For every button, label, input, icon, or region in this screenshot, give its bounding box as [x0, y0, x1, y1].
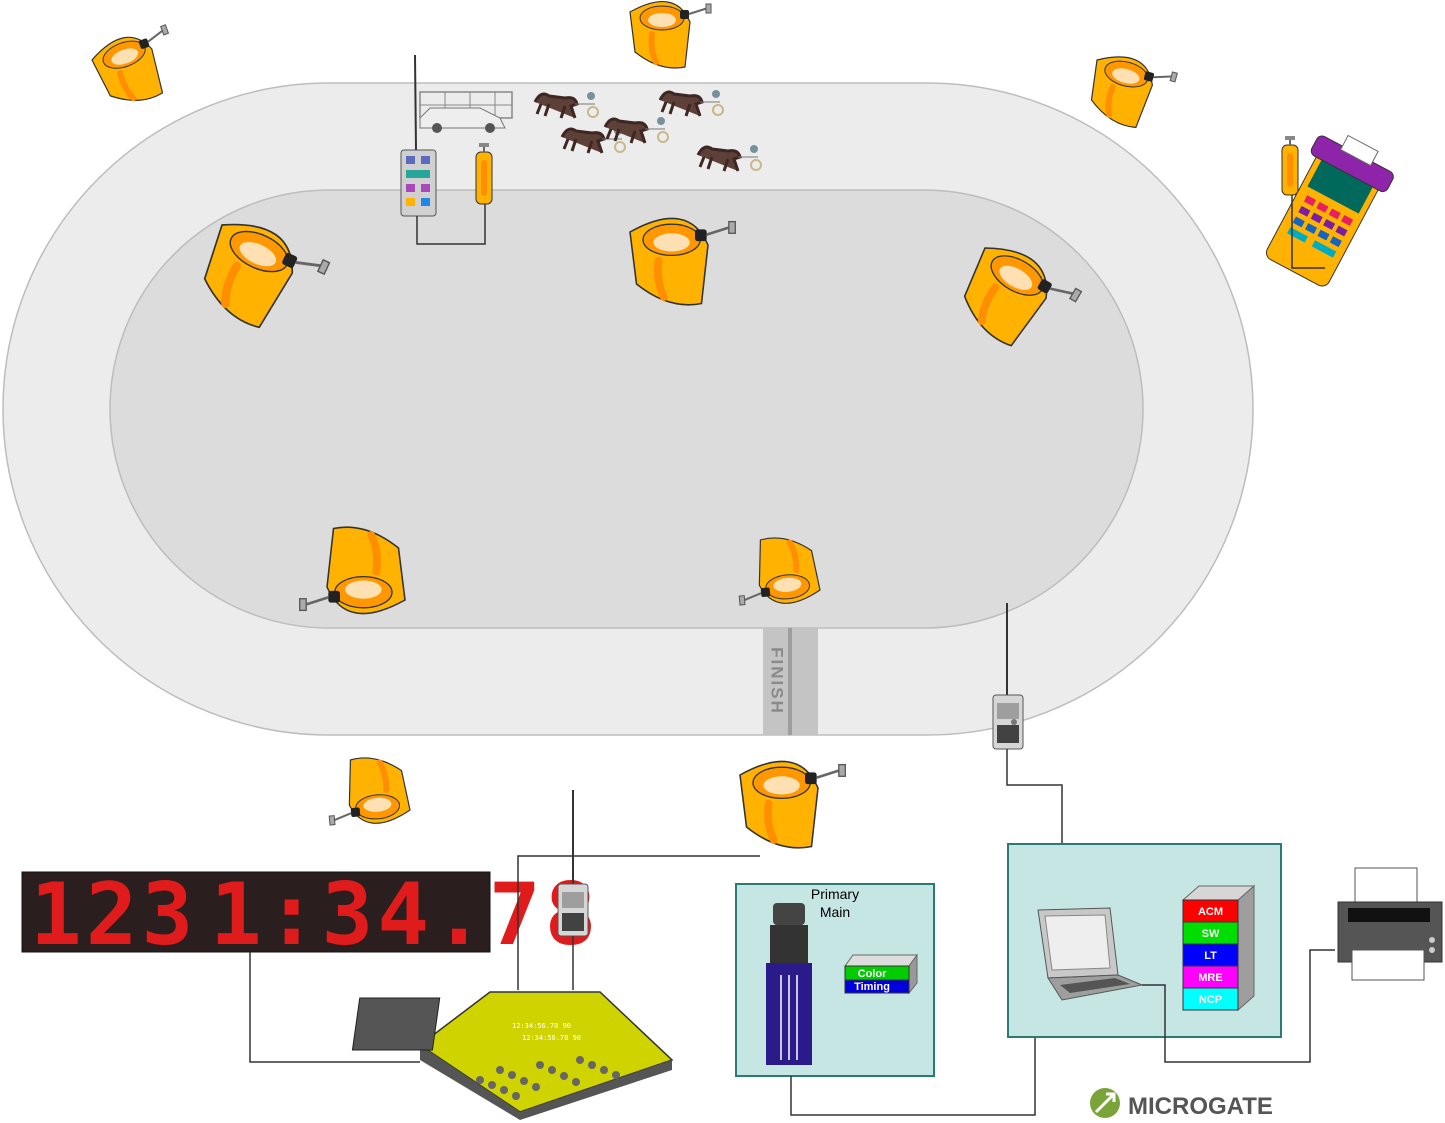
led-scoreboard: 123 1:34.78 [21, 865, 600, 965]
infield [109, 189, 1144, 629]
transponder-icon [1083, 50, 1178, 135]
module-label: ACM [1198, 906, 1223, 918]
photo-finish-camera-icon [766, 903, 812, 1065]
finish-line-stripe [788, 628, 792, 735]
photo-finish-panel: Primary Main Color Timing [735, 883, 935, 1077]
microgate-logo: MICROGATE [1090, 1088, 1273, 1120]
terminal-cable [1291, 195, 1325, 269]
handheld-terminal-icon [1265, 134, 1394, 287]
transponder-icon [88, 23, 187, 113]
timer-display-line2: 12:34:56.78 90 [522, 1034, 581, 1042]
camera-label-line1: Primary [811, 886, 859, 902]
track-receiver-icon [557, 790, 589, 937]
finish-receiver-icon [992, 603, 1024, 750]
printer-icon [1337, 867, 1443, 981]
car-decoder-icon [400, 54, 437, 217]
scoreboard-bib: 123 [30, 865, 197, 965]
module-label: NCP [1199, 994, 1222, 1006]
horse-sulky-icon [533, 92, 599, 119]
horse-sulky-icon [696, 145, 762, 172]
timing-label: Timing [854, 981, 890, 993]
handheld-transponder-icon [475, 143, 493, 205]
software-modules-stack: ACM SW LT MRE NCP [1181, 884, 1256, 1012]
module-label: MRE [1198, 972, 1222, 984]
module-block [1182, 987, 1239, 1011]
brand-name: MICROGATE [1128, 1093, 1273, 1120]
car-decoder-cable [416, 204, 486, 245]
receiver-pc-cable [1006, 749, 1063, 893]
module-label: SW [1202, 928, 1220, 940]
scoreboard-time: 1:34.78 [210, 865, 600, 965]
finish-label: FINISH [768, 647, 787, 715]
horse-sulky-icon [658, 90, 724, 117]
color-timing-box: Color Timing [844, 953, 918, 995]
transponder-icon [630, 2, 711, 68]
camera-pc-cable [790, 985, 1036, 1116]
pc-printer-cable [1142, 949, 1335, 1063]
transponder-icon [740, 761, 845, 847]
handheld-transponder-icon [1281, 136, 1299, 196]
module-label: LT [1204, 950, 1217, 962]
race-track: FINISH [2, 82, 1254, 736]
camera-label-line2: Main [820, 904, 850, 920]
transponder-timer-cable [517, 855, 760, 990]
pc-software-panel: ACM SW LT MRE NCP [1007, 843, 1282, 1038]
color-label: Color [858, 968, 887, 980]
rei-timer-icon: 12:34:56.78 90 12:34:56.78 90 [351, 991, 674, 1120]
transponder-icon [324, 754, 410, 827]
horse-sulky-icon [603, 117, 669, 144]
scoreboard-cable [249, 952, 420, 1063]
timer-display-line1: 12:34:56.78 90 [512, 1022, 571, 1030]
start-car-icon [419, 91, 513, 133]
